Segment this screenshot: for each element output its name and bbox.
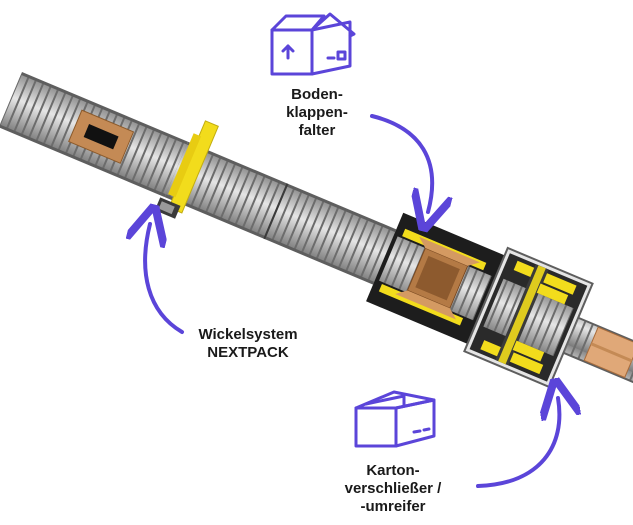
conveyor-line xyxy=(0,72,633,389)
label-wickelsystem: Wickelsystem NEXTPACK xyxy=(168,326,328,362)
arrow-to-folder xyxy=(370,114,432,212)
label-line: NEXTPACK xyxy=(207,344,289,361)
carton-sealer-strapper-machine xyxy=(463,246,594,389)
label-line: -umreifer xyxy=(360,498,426,515)
label-line: Boden- xyxy=(291,86,343,103)
open-carton xyxy=(395,236,481,320)
label-line: falter xyxy=(298,122,336,139)
label-line: verschließer / xyxy=(344,480,442,497)
label-kartonverschliesser: Karton- verschließer / -umreifer xyxy=(328,462,458,516)
flat-carton-blank xyxy=(68,109,135,164)
open-box-icon xyxy=(270,12,356,76)
bottom-flap-folder-machine xyxy=(366,212,505,344)
arrow-to-sealer xyxy=(476,398,559,488)
label-line: Wickelsystem xyxy=(198,326,298,343)
closed-box-icon xyxy=(354,390,436,448)
arrow-to-wrapper xyxy=(145,224,184,334)
label-bodenklappenfalter: Boden- klappen- falter xyxy=(272,86,362,140)
sealed-carton xyxy=(583,326,633,379)
label-line: Karton- xyxy=(366,462,420,479)
label-line: klappen- xyxy=(286,104,348,121)
roller-conveyor-segment-2 xyxy=(263,183,397,285)
